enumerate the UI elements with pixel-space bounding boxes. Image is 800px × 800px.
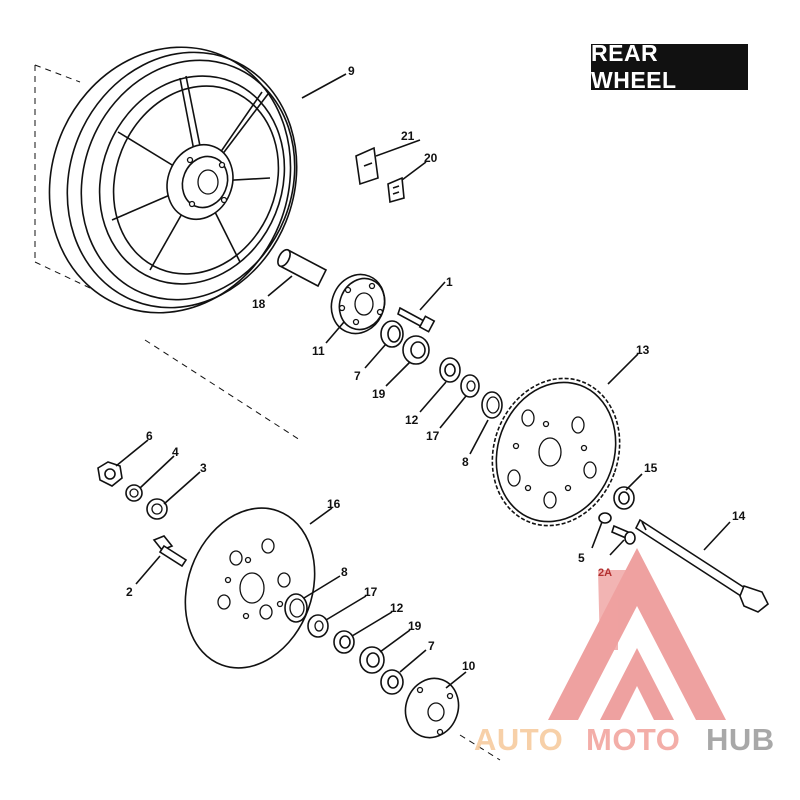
callout-16: 16: [327, 497, 341, 511]
nut-part-6: [97, 461, 123, 487]
axle-part-14: [634, 518, 770, 613]
spacer-part-12-lower: [333, 630, 355, 654]
diagram-title: REAR WHEEL: [591, 40, 748, 93]
washer-part-3: [146, 498, 168, 520]
retaining-ring-part-8-lower: [284, 593, 308, 623]
callout-21: 21: [401, 129, 415, 143]
callout-15: 15: [644, 461, 658, 475]
axis-dash-top: [34, 64, 81, 83]
callout-20: 20: [424, 151, 438, 165]
spacer-part-12-upper: [439, 357, 461, 383]
sprocket-part-13: [491, 377, 621, 527]
axis-dash-center: [144, 339, 301, 441]
callout-13: 13: [636, 343, 650, 357]
hub-cap-part-10: [404, 677, 460, 739]
spacer-tube-part-18: [277, 248, 328, 288]
bearing-part-19-lower: [359, 646, 385, 674]
callout-7-lower: 7: [428, 639, 435, 653]
callout-5: 5: [578, 551, 585, 565]
callout-18: 18: [252, 297, 266, 311]
bearing-part-19-upper: [402, 335, 430, 365]
callout-17-lower: 17: [364, 585, 378, 599]
lock-plate-part-20: [387, 176, 405, 204]
callout-12-lower: 12: [390, 601, 404, 615]
callout-12-upper: 12: [405, 413, 419, 427]
callout-4: 4: [172, 445, 179, 459]
bolt-part-2: [152, 535, 188, 568]
bearing-part-7-upper: [380, 320, 404, 348]
hub-flange-part-11: [330, 273, 386, 335]
lockwasher-part-4: [125, 484, 143, 502]
callout-2a: 2A: [598, 567, 612, 579]
axis-dash-lower: [459, 734, 501, 761]
bolt-part-1: [397, 306, 436, 333]
bearing-part-7-lower: [380, 669, 404, 695]
washer-part-17-lower: [307, 614, 329, 638]
callout-10: 10: [462, 659, 476, 673]
lock-tab-part-21: [355, 146, 379, 186]
callout-14: 14: [732, 509, 746, 523]
washer-part-17-upper: [460, 374, 480, 398]
wheel-rim: [48, 46, 298, 314]
callout-1: 1: [446, 275, 453, 289]
bolt-part-2a: [611, 524, 636, 545]
callout-labels: 9 21 20 1 18 11 7 19 12 17 8 13 15 14 5 …: [126, 64, 746, 673]
callout-9: 9: [348, 64, 355, 78]
axle-spacer-part-15: [613, 486, 635, 510]
watermark-moto: MOTO: [586, 722, 680, 757]
callout-8-upper: 8: [462, 455, 469, 469]
callout-7-upper: 7: [354, 369, 361, 383]
callout-19-upper: 19: [372, 387, 386, 401]
callout-17-upper: 17: [426, 429, 440, 443]
callout-8-lower: 8: [341, 565, 348, 579]
watermark-hub: HUB: [706, 722, 775, 757]
brake-disc-part-16: [184, 507, 316, 669]
automotohub-logo-icon: [548, 548, 726, 720]
leader-lines: [115, 73, 731, 689]
callout-2: 2: [126, 585, 133, 599]
lockwasher-part-5: [598, 512, 612, 524]
callout-3: 3: [200, 461, 207, 475]
watermark-auto: AUTO: [474, 722, 563, 757]
callout-11: 11: [312, 344, 325, 358]
callout-6: 6: [146, 429, 153, 443]
callout-19-lower: 19: [408, 619, 422, 633]
automotohub-watermark: AUTO MOTO HUB: [474, 722, 775, 757]
retaining-ring-part-8-upper: [481, 391, 503, 419]
